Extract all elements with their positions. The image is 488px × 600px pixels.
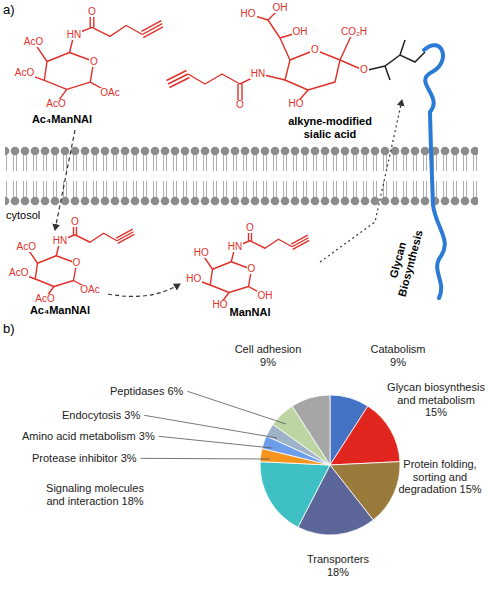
atom-label: O <box>310 45 320 55</box>
pie-label: Glycan biosynthesis and metabolism 15% <box>386 381 486 419</box>
compound-name: ManNAl <box>230 306 271 319</box>
atom-label: OH <box>292 27 309 37</box>
atom-label: HO <box>240 9 257 19</box>
pie-label: Signaling molecules and interaction 18% <box>40 482 150 507</box>
atom-label: AcO <box>34 294 55 304</box>
atom-label: O <box>72 258 82 268</box>
atom-label: AcO <box>8 268 29 278</box>
pie-label: Transporters 18% <box>298 553 378 578</box>
atom-label: O <box>245 223 255 233</box>
atom-label: HN <box>52 236 68 246</box>
pie-label: Protein folding, sorting and degradation… <box>398 458 482 496</box>
atom-label: OAc <box>99 88 120 98</box>
atom-label: CO₂H <box>340 27 368 37</box>
ac4mannal-structure <box>25 12 164 104</box>
membrane-protein <box>424 45 445 298</box>
atom-label: O <box>235 100 245 110</box>
atom-label: HO <box>212 300 229 310</box>
pie-chart <box>260 395 400 535</box>
leader-line <box>159 436 272 448</box>
compound-name: Ac₄ManNAl <box>32 113 92 126</box>
uptake-arrow <box>55 130 75 230</box>
leader-line <box>187 391 286 424</box>
pie-label: Cell adhesion 9% <box>231 343 305 368</box>
pie-label: Endocytosis 3% <box>62 409 140 422</box>
pie-label: Catabolism 9% <box>365 343 431 368</box>
mannal-structure <box>194 228 310 305</box>
process-label: Glycan Biosynthesis <box>382 224 425 300</box>
atom-label: HN <box>227 242 243 252</box>
pie-label: Protease inhibitor 3% <box>32 452 137 465</box>
pie-slice <box>292 395 330 465</box>
atom-label: OH <box>257 291 274 301</box>
atom-label: O <box>247 264 257 274</box>
pie-slice <box>260 462 330 528</box>
atom-label: HO <box>193 248 210 258</box>
atom-label: HO <box>185 274 202 284</box>
panel-label: b) <box>3 322 15 337</box>
cell-membrane <box>5 146 478 206</box>
atom-label: AcO <box>16 242 37 252</box>
atom-label: HN <box>250 69 266 79</box>
pie-label: Amino acid metabolism 3% <box>22 430 155 443</box>
atom-label: O <box>70 217 80 227</box>
ac4mannal-structure <box>19 222 135 299</box>
atom-label: HO <box>288 99 305 109</box>
atom-label: OAc <box>79 285 100 295</box>
atom-label: O <box>359 65 369 75</box>
region-label: cytosol <box>6 209 40 222</box>
panel-label: a) <box>3 3 15 18</box>
atom-label: HN <box>66 30 82 40</box>
compound-name: Ac₄ManNAl <box>30 304 90 317</box>
sialic-acid-structure <box>167 8 364 104</box>
leader-lines <box>141 391 286 459</box>
compound-name: alkyne-modified sialic acid <box>280 115 380 140</box>
deacetylation-arrow <box>108 284 180 296</box>
pie-label: Peptidases 6% <box>110 385 183 398</box>
atom-label: AcO <box>14 68 35 78</box>
atom-label: O <box>89 57 99 67</box>
glycan-chain <box>368 40 425 80</box>
atom-label: OH <box>272 3 289 13</box>
pie-slice <box>330 406 400 465</box>
leader-line <box>144 415 277 438</box>
atom-label: AcO <box>23 37 44 47</box>
atom-label: O <box>87 7 97 17</box>
atom-label: AcO <box>45 99 66 109</box>
leader-line <box>141 458 270 460</box>
